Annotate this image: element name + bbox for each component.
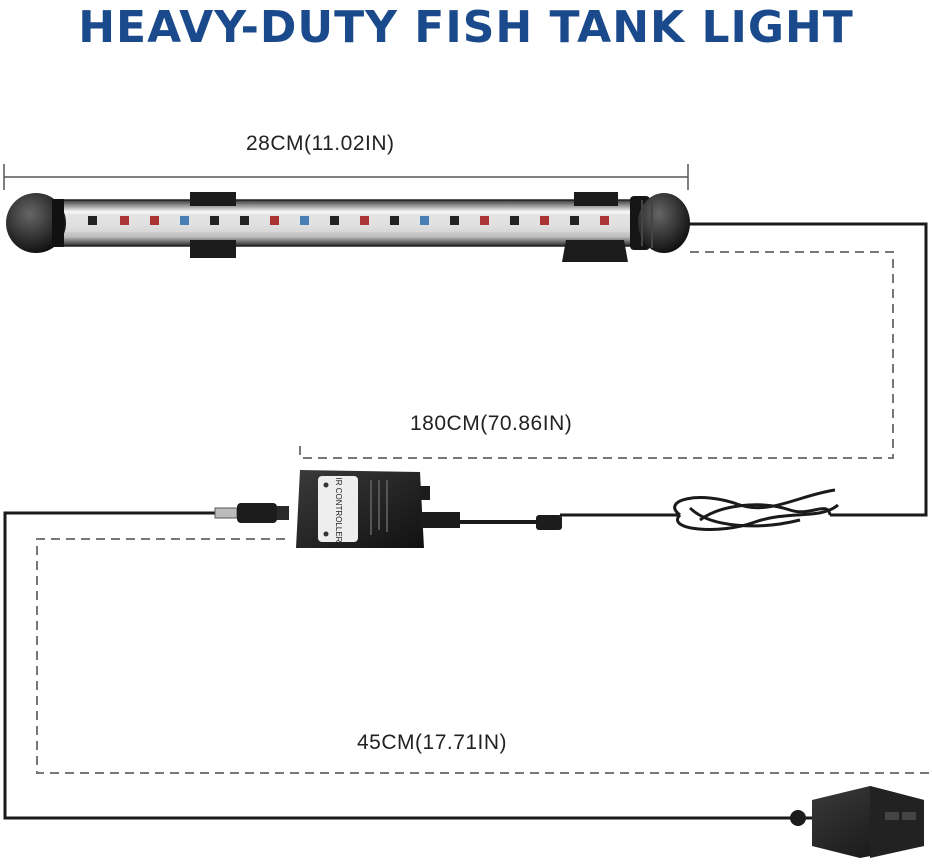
right-end-cap [630,193,690,253]
dc-plug [214,503,289,523]
right-mounting-clip [562,192,628,262]
left-end-cap [6,193,66,253]
cables [3,222,928,820]
extension-dimension-guide [299,251,894,459]
extension-cable-length-label: 180CM(70.86IN) [410,412,573,435]
coiled-cable [673,488,839,531]
light-dimension-line [3,164,689,190]
controller-label: IR CONTROLLER [334,478,343,543]
led-chips [88,216,609,225]
power-adapter [790,786,924,858]
led-light-bar [6,192,690,262]
adapter-cable-length-label: 45CM(17.71IN) [357,731,508,754]
left-mounting-clip [190,192,236,258]
page-title: HEAVY-DUTY FISH TANK LIGHT [78,2,854,53]
light-length-label: 28CM(11.02IN) [246,132,395,155]
ir-controller [296,470,562,548]
adapter-dimension-guide [36,538,930,774]
